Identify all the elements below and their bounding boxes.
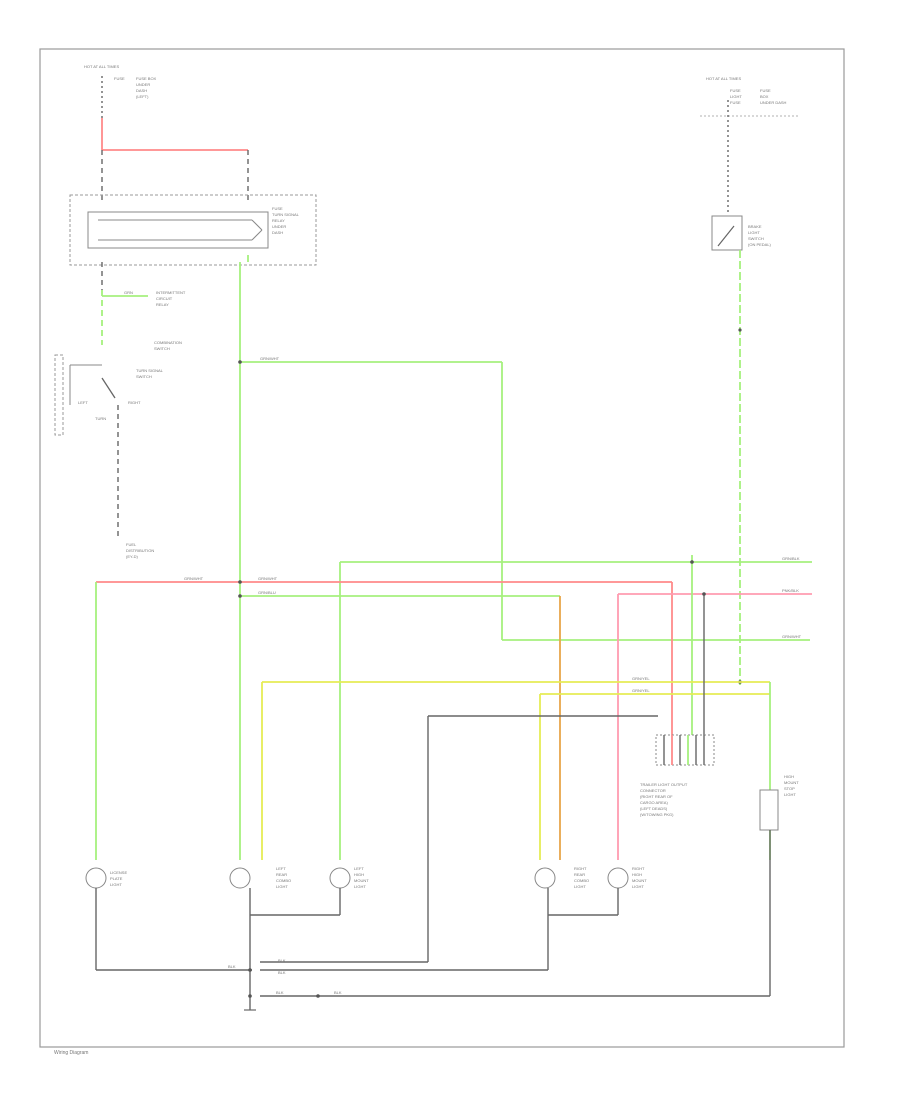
svg-text:GRN/WHT: GRN/WHT xyxy=(258,576,278,581)
svg-text:SWITCH: SWITCH xyxy=(154,346,170,351)
svg-text:FUEL: FUEL xyxy=(126,542,137,547)
svg-text:UNDER: UNDER xyxy=(272,224,286,229)
svg-text:GRN: GRN xyxy=(124,290,133,295)
svg-text:RELAY: RELAY xyxy=(272,218,285,223)
trailer-connector: TRAILER LIGHT OUTPUT CONNECTOR (RIGHT RE… xyxy=(640,734,715,817)
svg-text:COMBO: COMBO xyxy=(574,878,589,883)
svg-text:MOUNT: MOUNT xyxy=(632,878,647,883)
svg-text:BLK: BLK xyxy=(334,990,342,995)
svg-text:TURN SIGNAL: TURN SIGNAL xyxy=(136,368,164,373)
diagram-frame xyxy=(39,48,845,1048)
svg-text:CONNECTOR: CONNECTOR xyxy=(640,788,666,793)
svg-text:LIGHT: LIGHT xyxy=(730,94,742,99)
svg-text:GRN/BLK: GRN/BLK xyxy=(782,556,800,561)
svg-text:GRN/BLU: GRN/BLU xyxy=(258,590,276,595)
svg-text:LICENSE: LICENSE xyxy=(110,870,127,875)
svg-text:FUSE: FUSE xyxy=(272,206,283,211)
svg-text:BRAKE: BRAKE xyxy=(748,224,762,229)
svg-text:BOX: BOX xyxy=(760,94,769,99)
svg-text:RIGHT: RIGHT xyxy=(128,400,141,405)
svg-text:(LEFT DEADS): (LEFT DEADS) xyxy=(640,806,668,811)
svg-text:GRN/WHT: GRN/WHT xyxy=(260,356,280,361)
svg-text:(ON PEDAL): (ON PEDAL) xyxy=(748,242,772,247)
svg-text:LIGHT: LIGHT xyxy=(276,884,288,889)
svg-text:STOP: STOP xyxy=(784,786,795,791)
svg-text:LIGHT: LIGHT xyxy=(784,792,796,797)
svg-text:LIGHT: LIGHT xyxy=(574,884,586,889)
svg-text:DISTRIBUTION: DISTRIBUTION xyxy=(126,548,154,553)
svg-text:UNDER DASH: UNDER DASH xyxy=(760,100,787,105)
svg-text:HOT AT ALL TIMES: HOT AT ALL TIMES xyxy=(84,64,119,69)
svg-text:HIGH: HIGH xyxy=(354,872,364,877)
relay-output-wires: GRN/WHT xyxy=(238,255,810,860)
svg-text:BLK: BLK xyxy=(278,970,286,975)
svg-text:GRN/YEL: GRN/YEL xyxy=(632,688,650,693)
hot-in-run-feed-right: HOT AT ALL TIMES FUSE FUSE LIGHT BOX FUSE U… xyxy=(700,76,800,685)
svg-text:FUSE BOX: FUSE BOX xyxy=(136,76,157,81)
svg-text:LEFT: LEFT xyxy=(276,866,286,871)
ground-wires: BLK BLK BLK BLK BLK xyxy=(95,830,771,1011)
svg-text:HIGH: HIGH xyxy=(632,872,642,877)
svg-text:LIGHT: LIGHT xyxy=(110,882,122,887)
svg-text:MOUNT: MOUNT xyxy=(784,780,799,785)
left-tail-lamp xyxy=(229,867,251,889)
right-tail-lamp xyxy=(534,867,556,889)
svg-text:RELAY: RELAY xyxy=(156,302,169,307)
svg-text:GRN/WHT: GRN/WHT xyxy=(184,576,204,581)
footer-label: Wiring Diagram xyxy=(54,1050,88,1056)
svg-text:FUSE: FUSE xyxy=(730,100,741,105)
right-high-lamp xyxy=(607,867,629,889)
svg-text:COMBINATION: COMBINATION xyxy=(154,340,182,345)
svg-text:DASH: DASH xyxy=(136,88,147,93)
license-lamp xyxy=(85,867,107,889)
left-high-lamp xyxy=(329,867,351,889)
svg-text:FUSE: FUSE xyxy=(730,88,741,93)
svg-text:FUSE: FUSE xyxy=(760,88,771,93)
svg-text:LIGHT: LIGHT xyxy=(748,230,760,235)
svg-text:(EY-D): (EY-D) xyxy=(126,554,139,559)
svg-text:DASH: DASH xyxy=(272,230,283,235)
svg-text:(LEFT): (LEFT) xyxy=(136,94,149,99)
svg-text:COMBO: COMBO xyxy=(276,878,291,883)
svg-text:(W/TOWING PKG): (W/TOWING PKG) xyxy=(640,812,674,817)
svg-text:FUSE: FUSE xyxy=(114,76,125,81)
svg-text:BLK: BLK xyxy=(278,958,286,963)
svg-text:HOT AT ALL TIMES: HOT AT ALL TIMES xyxy=(706,76,741,81)
svg-text:BLK: BLK xyxy=(228,964,236,969)
svg-text:MOUNT: MOUNT xyxy=(354,878,369,883)
svg-text:CARGO AREA): CARGO AREA) xyxy=(640,800,668,805)
svg-text:RIGHT: RIGHT xyxy=(574,866,587,871)
svg-text:LEFT: LEFT xyxy=(78,400,88,405)
svg-text:RIGHT: RIGHT xyxy=(632,866,645,871)
svg-text:TURN SIGNAL: TURN SIGNAL xyxy=(272,212,300,217)
svg-text:PLATE: PLATE xyxy=(110,876,123,881)
svg-text:REAR: REAR xyxy=(574,872,585,877)
svg-text:UNDER: UNDER xyxy=(136,82,150,87)
svg-text:PNK/BLK: PNK/BLK xyxy=(782,588,799,593)
svg-text:HIGH: HIGH xyxy=(784,774,794,779)
svg-text:(RIGHT REAR OF: (RIGHT REAR OF xyxy=(640,794,673,799)
svg-text:INTERMITTENT: INTERMITTENT xyxy=(156,290,186,295)
svg-text:TURN: TURN xyxy=(95,416,106,421)
svg-text:LIGHT: LIGHT xyxy=(632,884,644,889)
svg-text:SWITCH: SWITCH xyxy=(748,236,764,241)
svg-text:GRN/WHT: GRN/WHT xyxy=(782,634,802,639)
svg-text:TRAILER LIGHT OUTPUT: TRAILER LIGHT OUTPUT xyxy=(640,782,688,787)
svg-text:GRN/YEL: GRN/YEL xyxy=(632,676,650,681)
svg-text:BLK: BLK xyxy=(276,990,284,995)
svg-text:SWITCH: SWITCH xyxy=(136,374,152,379)
hot-in-run-feed-left: HOT AT ALL TIMES FUSE FUSE BOX UNDERDASH(… xyxy=(84,64,249,200)
svg-text:REAR: REAR xyxy=(276,872,287,877)
svg-text:CIRCUIT: CIRCUIT xyxy=(156,296,173,301)
svg-text:LIGHT: LIGHT xyxy=(354,884,366,889)
svg-text:LEFT: LEFT xyxy=(354,866,364,871)
bus-wires: GRN/WHT GRN/WHT GRN/BLU GRN/BLK PNK/BLK … xyxy=(95,555,812,962)
